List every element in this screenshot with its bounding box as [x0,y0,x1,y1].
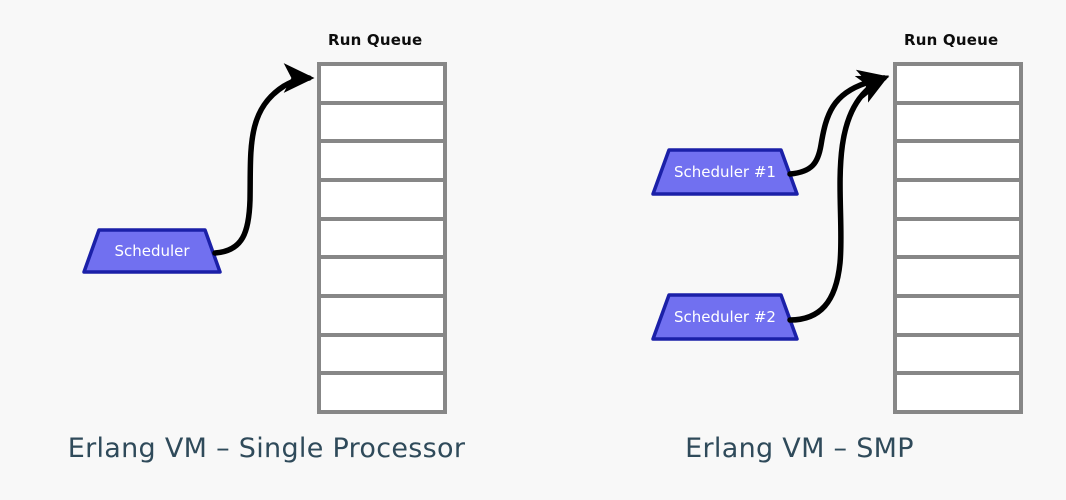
queue-cell [317,139,447,183]
queue-cell [893,332,1023,376]
queue-cell [317,332,447,376]
queue-cell [317,100,447,144]
queue-cell [893,100,1023,144]
scheduler-node-1[interactable]: Scheduler #1 [651,148,799,196]
queue-cell [317,255,447,299]
run-queue-single [317,62,447,415]
queue-cell [317,62,447,105]
queue-cell [317,216,447,260]
scheduler-node-single[interactable]: Scheduler [82,228,222,274]
queue-cell [893,371,1023,415]
run-queue-label: Run Queue [904,31,999,49]
run-queue-label: Run Queue [328,31,423,49]
queue-cell [893,178,1023,221]
queue-cell [317,294,447,337]
queue-cell [317,371,447,415]
queue-cell [893,294,1023,337]
queue-cell [893,62,1023,105]
caption-single-processor: Erlang VM – Single Processor [67,433,466,464]
trapezoid-shape [651,293,799,341]
panel-single-processor: Run Queue Scheduler [82,31,447,415]
scheduler-label: Scheduler [114,241,190,260]
panel-smp: Run Queue Scheduler #1 Scheduler #2 [533,0,1066,500]
queue-cell [893,255,1023,299]
scheduler-label: Scheduler #1 [674,162,776,181]
caption-smp: Erlang VM – SMP [685,433,914,464]
run-queue-smp [893,62,1023,415]
trapezoid-shape [82,228,222,274]
queue-cell [893,139,1023,183]
scheduler-node-2[interactable]: Scheduler #2 [651,293,799,341]
queue-cell [893,216,1023,260]
queue-cell [317,178,447,221]
scheduler-label: Scheduler #2 [674,307,776,326]
